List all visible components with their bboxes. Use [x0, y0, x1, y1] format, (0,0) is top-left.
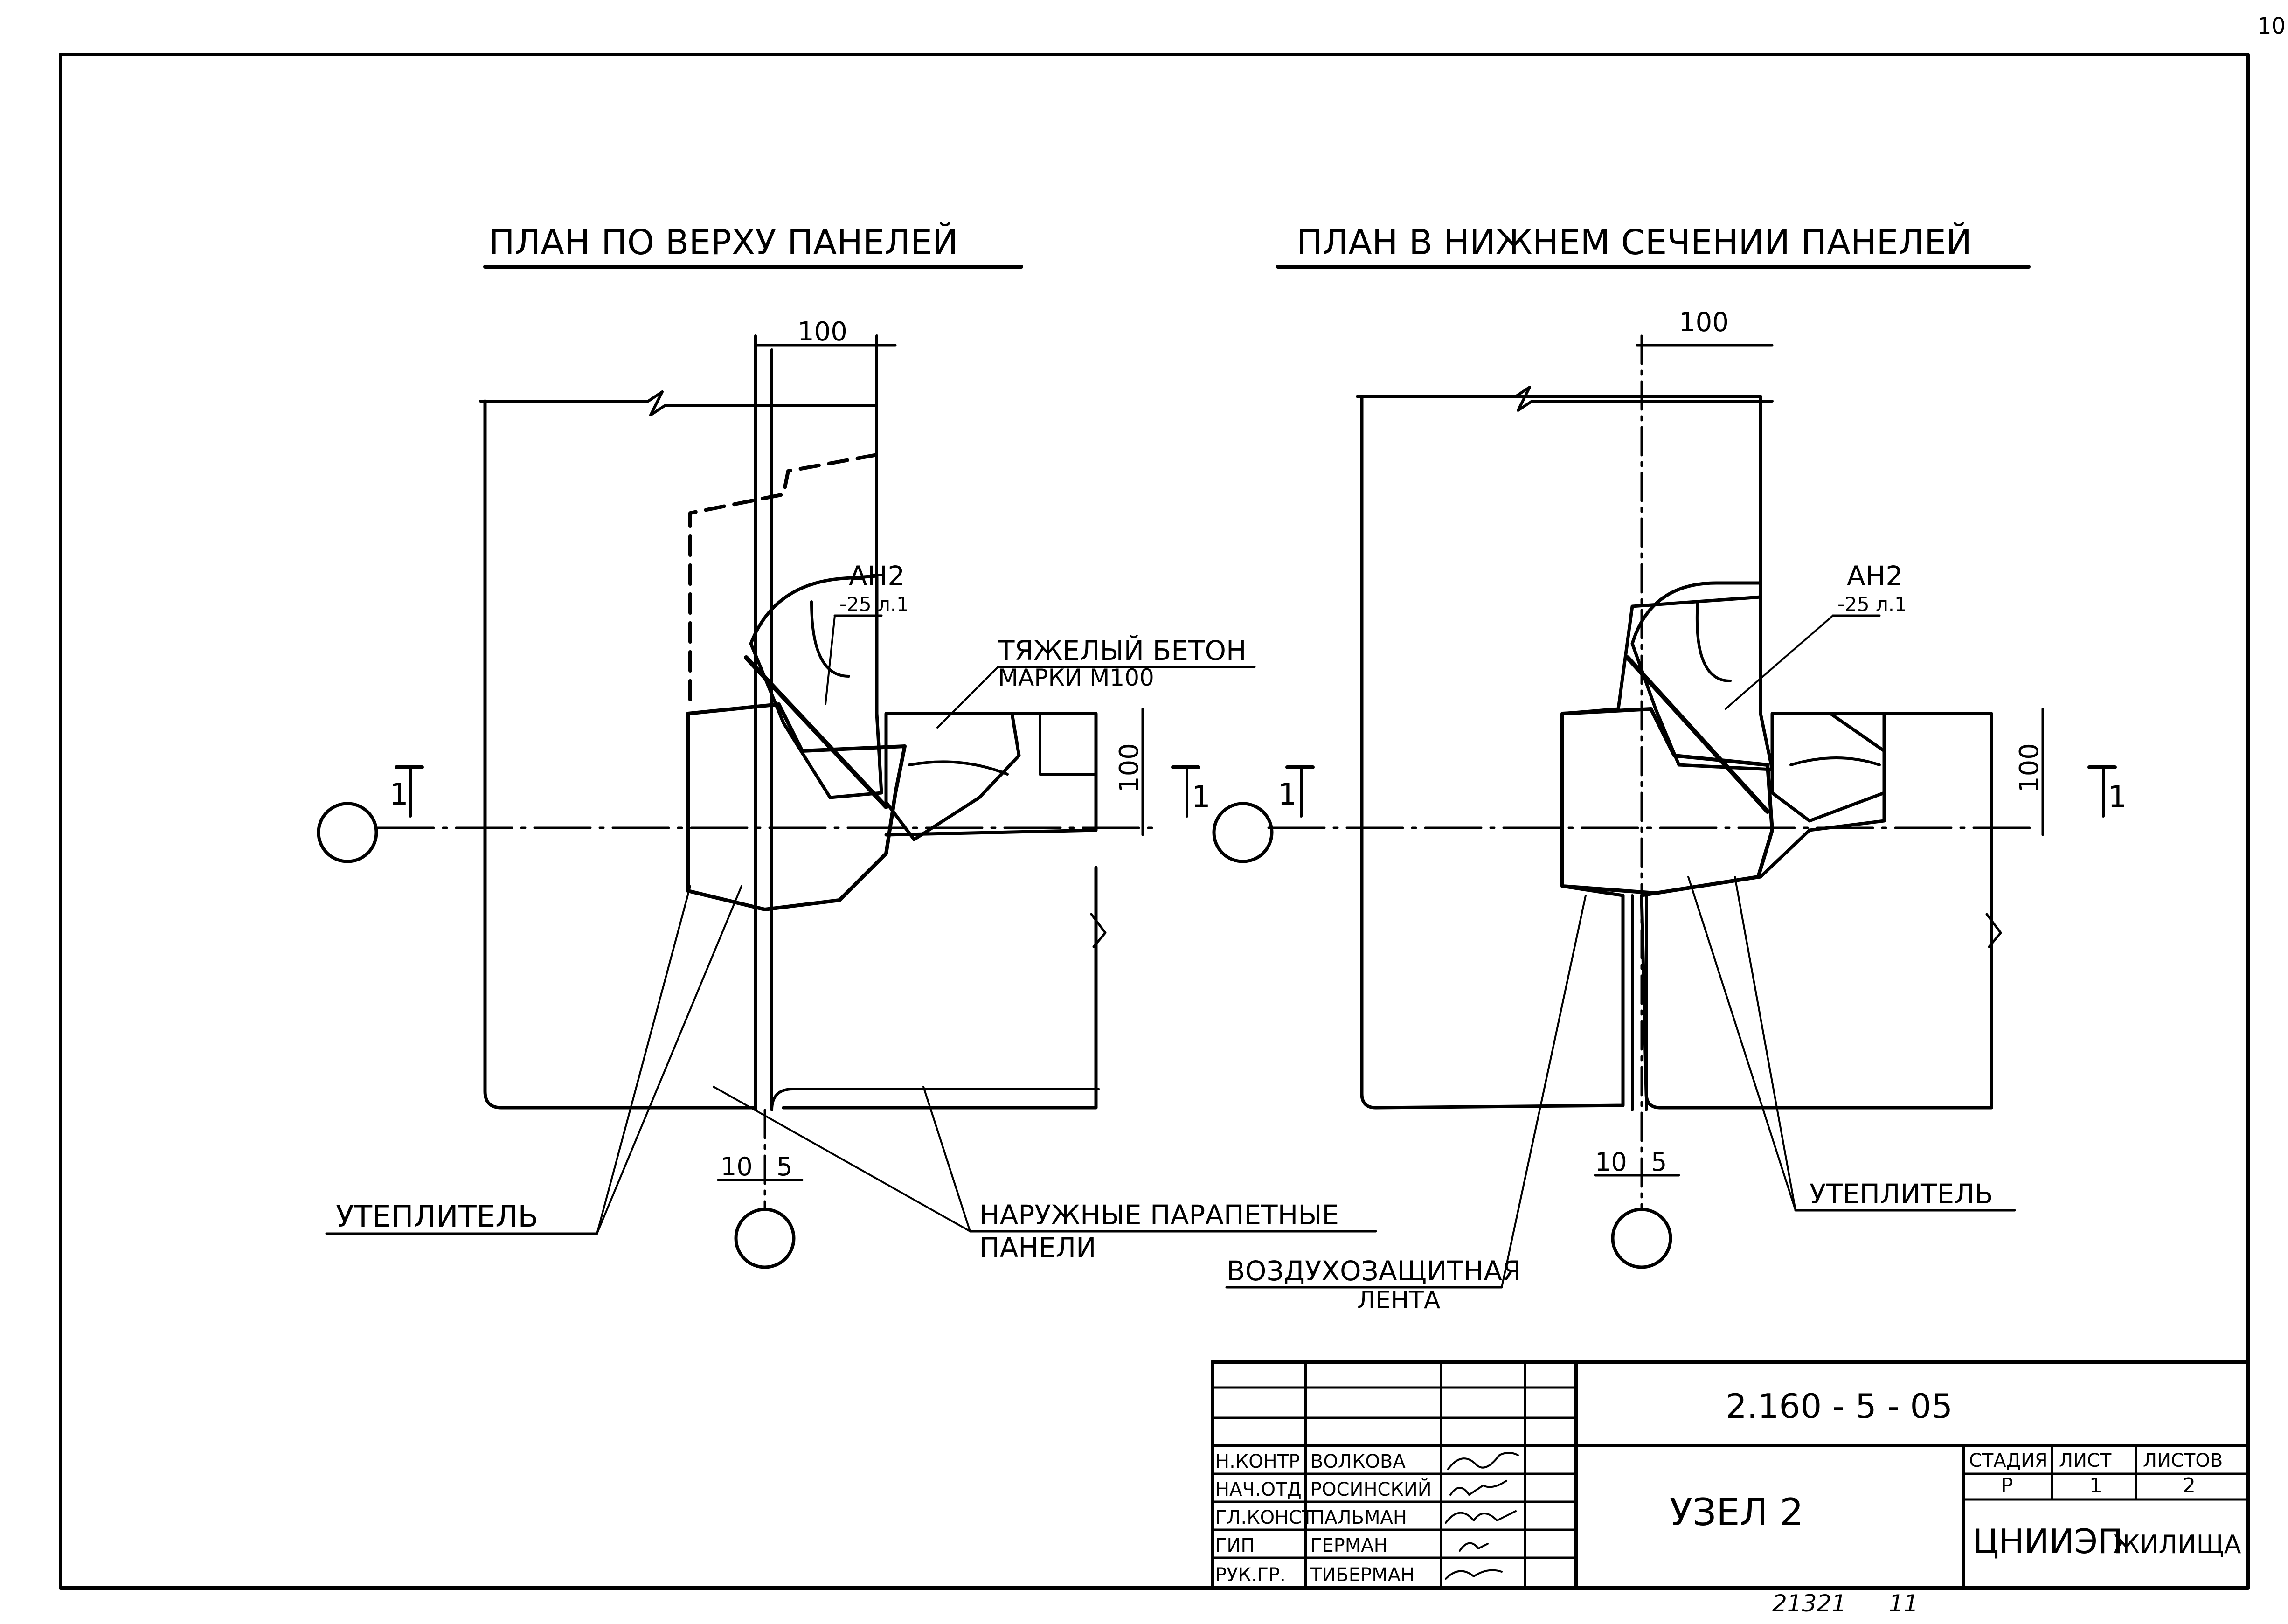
right-dim-top: 100 [1679, 307, 1729, 338]
page-number: 10 [2257, 13, 2286, 39]
left-axis-marker [317, 802, 378, 863]
right-anchor-loop [1695, 600, 1732, 682]
staff-name: ТИБЕРМАН [1310, 1564, 1414, 1586]
sheet-header: ЛИСТ [2059, 1450, 2112, 1471]
left-panels-leader-1 [713, 1086, 971, 1232]
left-insulation-leader-2 [596, 885, 742, 1235]
org-part1: ЦНИИЭП [1973, 1522, 2123, 1561]
right-anchor-bar [1625, 655, 1770, 814]
left-step-inner [1039, 712, 1097, 776]
signature [1447, 1452, 1519, 1470]
right-panel-break [1090, 913, 1107, 948]
staff-name: ГЕРМАН [1310, 1535, 1388, 1556]
left-section-label-r: 1 [1192, 780, 1211, 814]
left-dashed-outline [688, 453, 879, 701]
right-tape-line2: ЛЕНТА [1357, 1286, 1441, 1314]
signature [1459, 1542, 1489, 1552]
signature [1445, 1569, 1503, 1580]
signature [1449, 1480, 1507, 1496]
right-anchor-loop-2 [1789, 756, 1881, 766]
right-tape-line1: ВОЗДУХОЗАЩИТНАЯ [1227, 1255, 1521, 1287]
left-panels-leader-2 [922, 1086, 971, 1232]
staff-role: ГИП [1215, 1535, 1255, 1556]
staff-rows: Н.КОНТР ВОЛКОВА НАЧ.ОТД РОСИНСКИЙ ГЛ.КОН… [1215, 1451, 1432, 1586]
staff-role: НАЧ.ОТД [1215, 1479, 1302, 1500]
left-insulation-block [686, 702, 907, 911]
title-block: 2.160 - 5 - 05 УЗЕЛ 2 СТАДИЯ ЛИСТ ЛИСТОВ… [1211, 1360, 2250, 1590]
left-view-title: ПЛАН ПО ВЕРХУ ПАНЕЛЕЙ [489, 222, 958, 263]
right-dim-gap-right: 5 [1651, 1147, 1667, 1177]
sheet-frame [59, 53, 2250, 1590]
left-anchor-loop [810, 600, 850, 678]
right-dim-side: 100 [2014, 743, 2045, 793]
stage-header: СТАДИЯ [1969, 1450, 2048, 1471]
bottom-number-left: 21321 [1772, 1590, 1846, 1617]
left-dim-top: 100 [797, 317, 847, 347]
right-panel-break [1985, 913, 2002, 948]
sheet-value: 1 [2089, 1474, 2102, 1498]
left-insulation-leader-1 [596, 885, 691, 1235]
left-concrete-fill [749, 574, 883, 799]
right-insulation-leader-2 [1734, 876, 1796, 1211]
staff-name: ПАЛЬМАН [1310, 1507, 1407, 1528]
left-anchor-leader [825, 615, 836, 705]
left-dim-side: 100 [1114, 743, 1144, 793]
bottom-number-right: 11 [1889, 1590, 1919, 1617]
right-axis-marker [1212, 802, 1274, 863]
left-anchor-sub: -25 л.1 [839, 593, 909, 616]
right-anchor-sub: -25 л.1 [1837, 593, 1907, 616]
right-axis-marker-bottom [1611, 1208, 1672, 1269]
right-tape-leader [1501, 895, 1587, 1288]
staff-name: ВОЛКОВА [1310, 1451, 1406, 1472]
right-insulation-leader-1 [1687, 876, 1796, 1211]
sheets-header: ЛИСТОВ [2143, 1450, 2223, 1471]
left-section-label-l: 1 [389, 777, 409, 812]
signature [1445, 1510, 1517, 1524]
left-anchor-label: АН2 [849, 560, 905, 592]
left-concrete-leader [936, 666, 999, 729]
stage-value: Р [2001, 1474, 2013, 1498]
left-concrete-fill-2 [884, 712, 1021, 841]
right-section-label-l: 1 [1278, 777, 1297, 812]
left-panel-outline [483, 399, 757, 1110]
right-plan-view: ПЛАН В НИЖНЕМ СЕЧЕНИИ ПАНЕЛЕЙ 1 1 100 [1212, 222, 2127, 1314]
left-break-line [479, 390, 878, 416]
left-anchor-loop-2 [908, 760, 1009, 776]
node-title: УЗЕЛ 2 [1670, 1491, 1803, 1534]
right-dim-gap-left: 10 [1595, 1147, 1627, 1177]
left-concrete-line1: ТЯЖЕЛЫЙ БЕТОН [998, 634, 1247, 666]
left-dim-gap-left: 10 [721, 1152, 753, 1181]
right-insulation-block [1560, 707, 1774, 895]
left-axis-marker-bottom [734, 1208, 796, 1269]
org-part2: ЖИЛИЩА [2113, 1530, 2241, 1559]
right-insulation-label: УТЕПЛИТЕЛЬ [1810, 1178, 1993, 1210]
staff-role: Н.КОНТР [1215, 1451, 1300, 1472]
right-right-panel [1640, 712, 1993, 1110]
sheets-value: 2 [2183, 1474, 2196, 1498]
right-concrete-fill-2 [1770, 712, 1886, 823]
staff-role: РУК.ГР. [1215, 1564, 1286, 1586]
left-panels-line1: НАРУЖНЫЕ ПАРАПЕТНЫЕ [979, 1199, 1339, 1231]
left-anchor-bar [744, 655, 888, 809]
right-panel-inner [770, 1088, 1100, 1111]
left-insulation-label: УТЕПЛИТЕЛЬ [336, 1200, 538, 1234]
right-section-label-r: 1 [2108, 780, 2127, 814]
right-view-title: ПЛАН В НИЖНЕМ СЕЧЕНИИ ПАНЕЛЕЙ [1297, 222, 1972, 263]
right-break-line [1356, 386, 1774, 412]
doc-code: 2.160 - 5 - 05 [1726, 1387, 1953, 1426]
right-anchor-leader [1725, 615, 1834, 710]
left-dim-gap-right: 5 [777, 1152, 792, 1181]
left-concrete-line2: МАРКИ М100 [998, 664, 1154, 691]
left-panels-line2: ПАНЕЛИ [979, 1232, 1096, 1263]
right-anchor-label: АН2 [1847, 560, 1903, 592]
right-left-panel [1360, 395, 1762, 1110]
staff-role: ГЛ.КОНСТ [1215, 1507, 1313, 1528]
staff-name: РОСИНСКИЙ [1310, 1478, 1432, 1500]
right-panel-outline [782, 866, 1098, 1110]
left-plan-view: ПЛАН ПО ВЕРХУ ПАНЕЛЕЙ 1 [317, 222, 1377, 1269]
left-step-block [884, 712, 1098, 837]
